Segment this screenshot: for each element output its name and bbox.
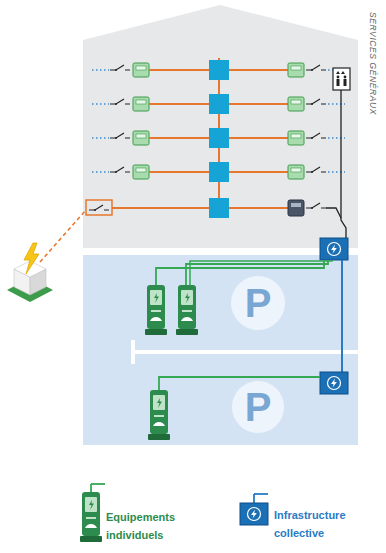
parking-letter: P: [245, 387, 272, 427]
service-wire: [326, 208, 341, 218]
service-wire: [341, 90, 346, 238]
vertical-label: SERVICES GÉNÉRAUX: [368, 12, 378, 115]
legend-icon: [240, 494, 268, 525]
parking-divider: [131, 340, 135, 364]
elevator-icon: [333, 68, 350, 90]
collective-line: [341, 260, 343, 372]
legend-entry: Infrastructure collective: [274, 505, 359, 541]
parking-sign: P: [231, 276, 285, 330]
charger: [145, 285, 167, 335]
supply-line: [40, 210, 86, 262]
parking-letter: P: [245, 283, 272, 323]
parking-area: [83, 255, 358, 445]
transformer-icon: [7, 243, 53, 302]
legend-icon: [80, 484, 105, 542]
building: [83, 5, 358, 248]
legend-text: Equipements individuels: [106, 511, 175, 541]
legend-entry: Equipements individuels: [106, 507, 186, 543]
floor-circuits: [86, 60, 345, 218]
collective-box: [320, 372, 348, 394]
legend-text: Infrastructure collective: [274, 509, 346, 539]
charger: [176, 285, 198, 335]
charger: [148, 390, 170, 440]
parking-divider: [133, 350, 358, 354]
parking-sign: P: [232, 381, 284, 433]
collective-box: [320, 238, 348, 260]
